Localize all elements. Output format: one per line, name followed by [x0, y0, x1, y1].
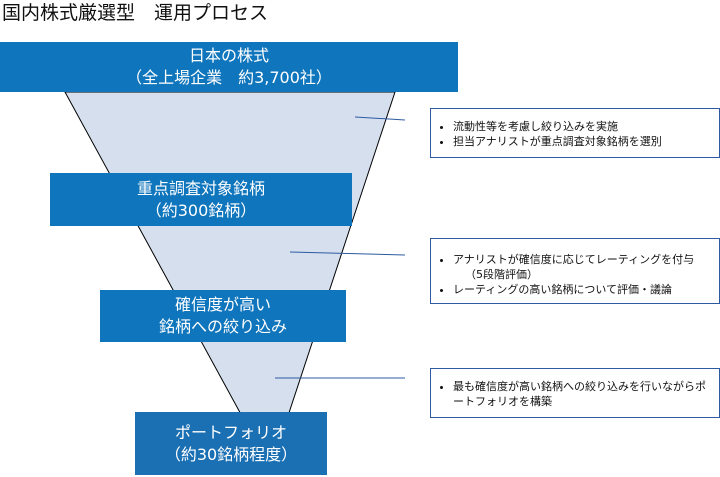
note-box-2: アナリストが確信度に応じてレーティングを付与 （5段階評価） レーティングの高い…	[430, 238, 720, 304]
note-item: アナリストが確信度に応じてレーティングを付与 （5段階評価）	[453, 252, 719, 282]
note-item-subtext: （5段階評価）	[465, 268, 538, 281]
stage-box-all-stocks: 日本の株式 （全上場企業 約3,700社）	[0, 42, 458, 92]
note-item: 流動性等を考慮し絞り込みを実施	[453, 119, 719, 134]
stage-sublabel: （全上場企業 約3,700社）	[126, 68, 332, 87]
stage-box-research-targets: 重点調査対象銘柄 （約300銘柄）	[50, 173, 352, 226]
stage-label: ポートフォリオ	[174, 422, 287, 442]
stage-label: 日本の株式	[188, 46, 269, 65]
stage-sublabel: （約30銘柄程度）	[164, 444, 298, 464]
stage-sublabel: （約300銘柄）	[145, 200, 257, 220]
note-item-text: アナリストが確信度に応じてレーティングを付与	[453, 253, 695, 266]
stage-label: 重点調査対象銘柄	[136, 178, 265, 198]
connector-line-2	[289, 251, 406, 256]
note-item: レーティングの高い銘柄について評価・議論	[453, 282, 719, 297]
page-title: 国内株式厳選型 運用プロセス	[2, 2, 269, 24]
stage-sublabel: 銘柄への絞り込み	[158, 317, 287, 336]
stage-label: 確信度が高い	[174, 295, 271, 314]
funnel-shape	[64, 91, 396, 441]
stage-box-portfolio: ポートフォリオ （約30銘柄程度）	[135, 412, 327, 475]
note-item: 担当アナリストが重点調査対象銘柄を選別	[453, 134, 719, 149]
connector-line-1	[354, 116, 406, 121]
stage-box-high-conviction: 確信度が高い 銘柄への絞り込み	[100, 290, 346, 342]
note-item: 最も確信度が高い銘柄への絞り込みを行いながらポートフォリオを構築	[453, 379, 713, 409]
note-box-1: 流動性等を考慮し絞り込みを実施 担当アナリストが重点調査対象銘柄を選別	[430, 108, 720, 158]
note-box-3: 最も確信度が高い銘柄への絞り込みを行いながらポートフォリオを構築	[430, 368, 720, 418]
